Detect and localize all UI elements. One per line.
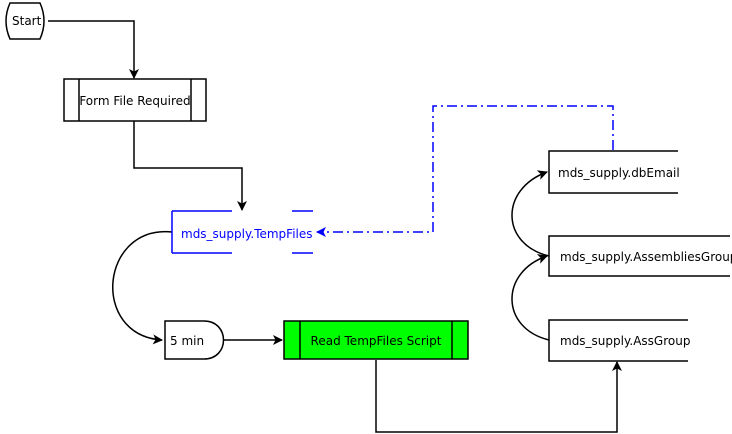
node-assemblies-group[interactable]: mds_supply.AssembliesGroup — [548, 235, 732, 277]
edge-start-to-form-file — [48, 20, 139, 79]
form-file-box — [63, 78, 207, 122]
node-delay-5-min[interactable]: 5 min — [164, 320, 225, 360]
node-start[interactable]: Start — [5, 2, 45, 40]
edge-db-email-to-temp-files — [316, 105, 614, 237]
temp-files-label: mds_supply.TempFiles — [181, 227, 313, 241]
assemblies-group-label: mds_supply.AssembliesGroup — [560, 250, 732, 264]
node-read-tempfiles-script[interactable]: Read TempFiles Script — [283, 320, 469, 360]
read-script-box — [283, 320, 469, 360]
delay-shape — [164, 320, 225, 360]
db-email-label: mds_supply.dbEmail — [558, 166, 680, 180]
ass-group-store-shape — [548, 319, 688, 362]
db-email-store-shape — [548, 150, 678, 194]
read-script-label: Read TempFiles Script — [311, 334, 442, 348]
edge-ass-group-to-assemblies-group — [511, 254, 550, 341]
edge-form-file-to-temp-files — [133, 121, 247, 211]
assemblies-group-store-shape — [548, 235, 730, 277]
edge-assemblies-group-to-db-email — [511, 170, 550, 257]
start-terminal-shape — [5, 2, 45, 40]
node-db-email[interactable]: mds_supply.dbEmail — [548, 150, 680, 194]
node-ass-group[interactable]: mds_supply.AssGroup — [548, 319, 690, 362]
ass-group-label: mds_supply.AssGroup — [560, 334, 690, 348]
delay-label: 5 min — [170, 334, 204, 348]
node-temp-files[interactable]: mds_supply.TempFiles — [171, 210, 313, 254]
temp-files-store-shape — [171, 210, 313, 254]
edges — [48, 20, 622, 433]
edge-read-script-to-ass-group — [375, 360, 622, 433]
edge-temp-files-to-delay — [112, 231, 173, 345]
node-form-file-required[interactable]: Form File Required — [63, 78, 207, 122]
start-label: Start — [12, 14, 42, 28]
form-file-label: Form File Required — [79, 94, 190, 108]
